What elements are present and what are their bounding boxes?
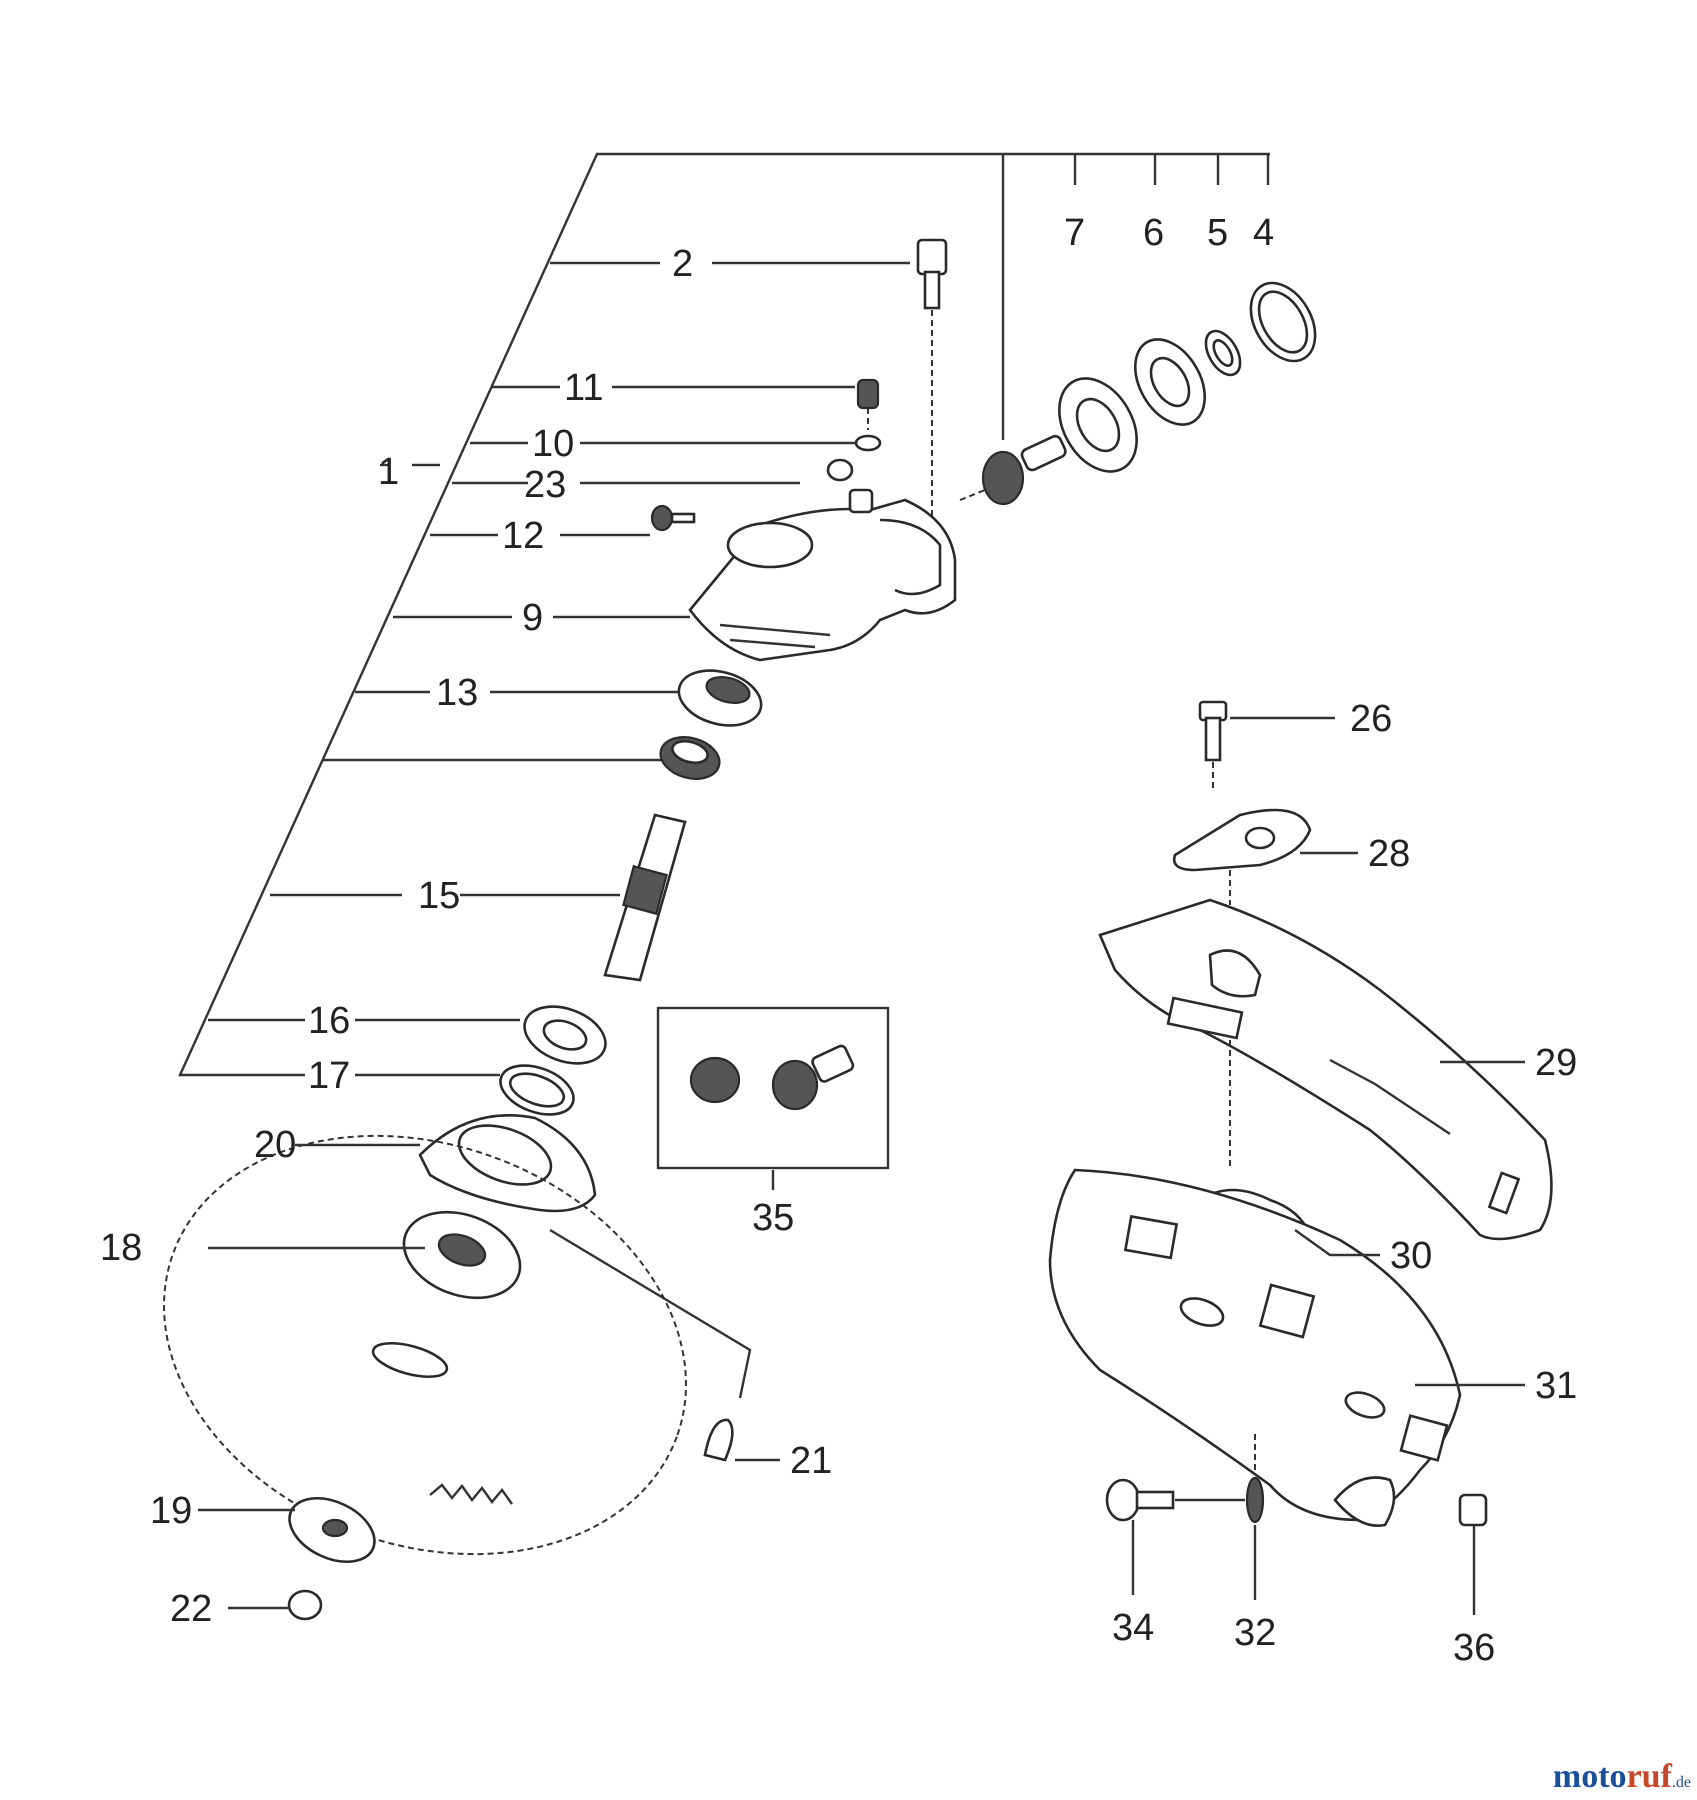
callout-2: 2 bbox=[672, 243, 693, 285]
callout-34: 34 bbox=[1112, 1607, 1154, 1649]
part-29-guard-bracket bbox=[1098, 898, 1553, 1241]
part-14-bevel-gear bbox=[659, 736, 721, 780]
callout-36: 36 bbox=[1453, 1627, 1495, 1669]
callout-23: 23 bbox=[524, 464, 566, 506]
motoruf-watermark-logo: motoruf.de bbox=[1553, 1758, 1691, 1796]
watermark-part2: ruf bbox=[1626, 1758, 1672, 1795]
part-5-ring bbox=[1204, 329, 1242, 377]
callout-31: 31 bbox=[1535, 1365, 1577, 1407]
part-6-bearing bbox=[1134, 338, 1206, 426]
callout-9: 9 bbox=[522, 597, 543, 639]
part-26-bolt bbox=[1198, 700, 1228, 790]
callout-29: 29 bbox=[1535, 1042, 1577, 1084]
part-blade bbox=[163, 1134, 687, 1556]
part-32-washer bbox=[1245, 1430, 1265, 1524]
watermark-part3: .de bbox=[1671, 1774, 1691, 1791]
callout-12: 12 bbox=[502, 515, 544, 557]
callout-22: 22 bbox=[170, 1588, 212, 1630]
part-8-pinion-gear bbox=[959, 434, 1067, 506]
part-7-bearing bbox=[1058, 377, 1138, 473]
part-35-gear-kit-box bbox=[656, 1006, 890, 1170]
part-31-guard bbox=[1048, 1168, 1462, 1528]
callout-4: 4 bbox=[1253, 212, 1274, 254]
part-15-shaft bbox=[603, 813, 687, 982]
assembly-bracket bbox=[178, 152, 1270, 1077]
callout-17: 17 bbox=[308, 1055, 350, 1097]
callout-13: 13 bbox=[436, 672, 478, 714]
part-9-gear-housing bbox=[688, 488, 957, 662]
callout-7: 7 bbox=[1064, 212, 1085, 254]
callout-20: 20 bbox=[254, 1124, 296, 1166]
callout-5: 5 bbox=[1207, 212, 1228, 254]
part-12-screw bbox=[650, 504, 696, 532]
callout-35: 35 bbox=[752, 1197, 794, 1239]
callout-28: 28 bbox=[1368, 833, 1410, 875]
watermark-part1: moto bbox=[1552, 1758, 1627, 1795]
part-18-holder bbox=[402, 1210, 522, 1300]
callout-10: 10 bbox=[532, 423, 574, 465]
callout-1: 1 bbox=[378, 451, 399, 493]
part-22-nut bbox=[287, 1589, 323, 1621]
callout-15: 15 bbox=[418, 875, 460, 917]
part-34-screw bbox=[1105, 1478, 1245, 1522]
part-4-circlip bbox=[1249, 281, 1317, 363]
part-36-nut bbox=[1458, 1493, 1488, 1527]
callout-11: 11 bbox=[564, 367, 603, 409]
callout-21: 21 bbox=[790, 1440, 832, 1482]
callout-6: 6 bbox=[1143, 212, 1164, 254]
callout-16: 16 bbox=[308, 1000, 350, 1042]
part-23-plug bbox=[826, 458, 854, 482]
callout-32: 32 bbox=[1234, 1612, 1276, 1654]
part-11-grease-plug bbox=[856, 378, 880, 430]
right-leaders bbox=[198, 716, 1525, 1615]
part-10-washer bbox=[854, 434, 882, 452]
part-28-clamp bbox=[1172, 808, 1312, 905]
callout-19: 19 bbox=[150, 1490, 192, 1532]
part-13-bearing bbox=[677, 669, 763, 727]
part-17-seal bbox=[499, 1064, 575, 1116]
part-16-bearing bbox=[523, 1005, 607, 1065]
part-2-bolt bbox=[916, 238, 948, 520]
callout-30: 30 bbox=[1390, 1235, 1432, 1277]
callout-26: 26 bbox=[1350, 698, 1392, 740]
part-21-pin bbox=[549, 1228, 752, 1462]
callout-18: 18 bbox=[100, 1227, 142, 1269]
part-19-washer bbox=[288, 1496, 376, 1564]
